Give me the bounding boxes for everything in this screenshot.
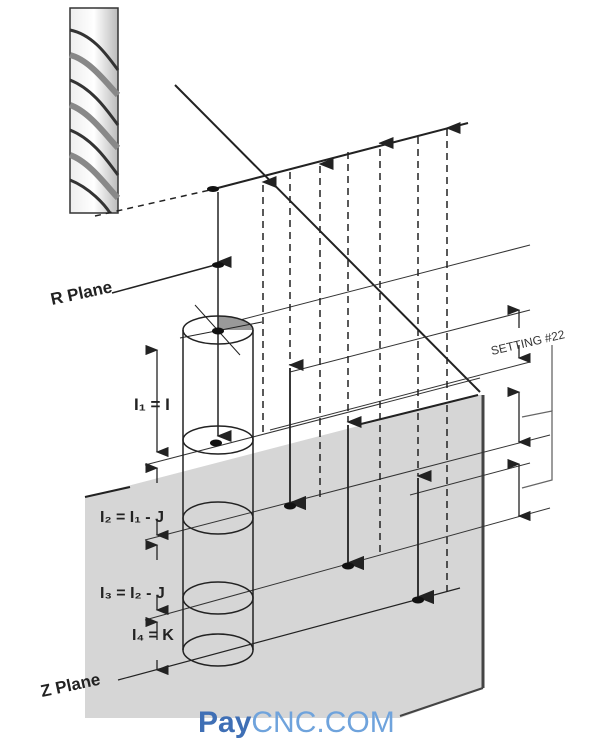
r-plane-label: R Plane (49, 277, 114, 309)
z-plane-line (117, 587, 461, 681)
initial-plane-line (209, 122, 469, 191)
feed-lines (288, 368, 435, 605)
drilled-hole (179, 192, 263, 667)
i3-label: I₃ = I₂ - J (100, 585, 165, 602)
diagonal-edge (174, 84, 481, 393)
i4-label: I₄ = K (132, 627, 174, 644)
workpiece-edge (399, 687, 484, 717)
workpiece (85, 395, 483, 718)
setting-22-label: SETTING #22 (490, 327, 567, 358)
position-dots (207, 186, 424, 604)
setting-22-bracket (507, 304, 553, 522)
watermark-pay: Pay (198, 706, 252, 739)
r-plane-line (111, 264, 216, 294)
i2-label: I₂ = I₁ - J (100, 509, 164, 526)
retract-lines (261, 122, 461, 592)
watermark-cnc: CNC.COM (251, 706, 394, 739)
i1-label: I₁ = I (134, 395, 170, 414)
drill-bit-icon (68, 7, 121, 214)
workpiece-top-edge (84, 486, 131, 498)
initial-plane-line (94, 189, 211, 217)
workpiece-top-edge (356, 394, 479, 426)
watermark: PayCNC.COM (198, 706, 395, 739)
